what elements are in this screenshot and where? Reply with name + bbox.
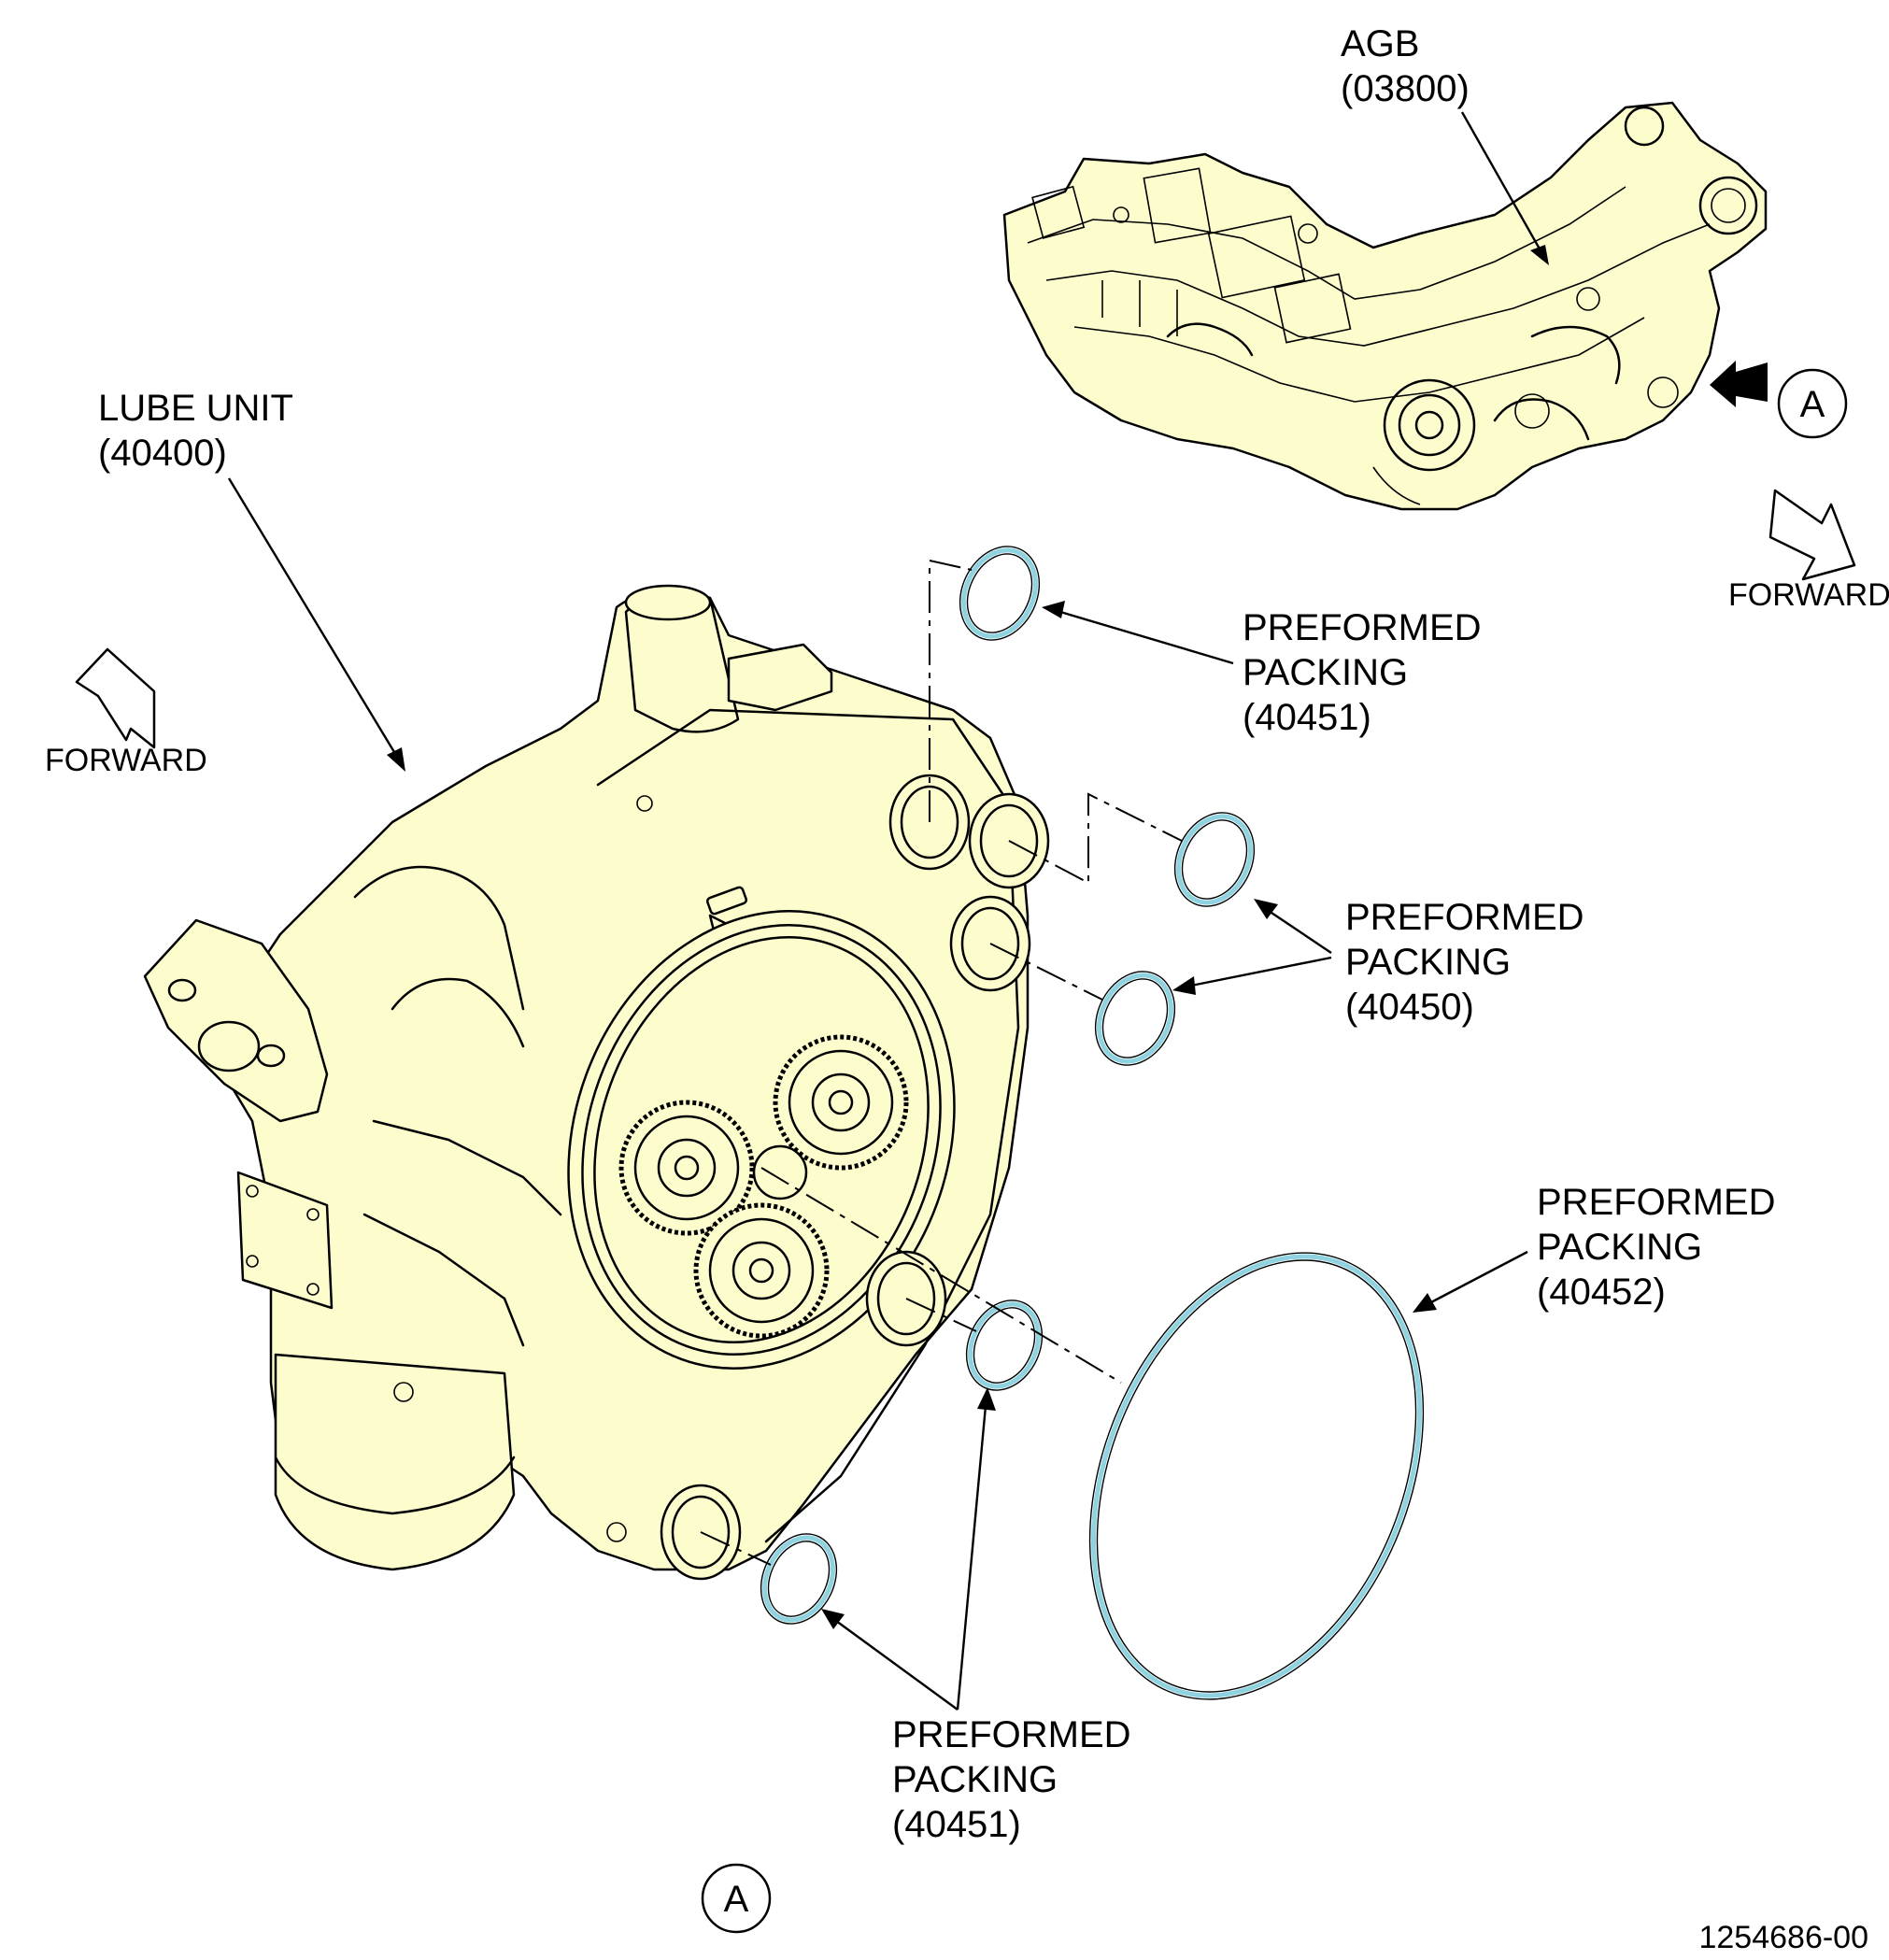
- packing-40452-line1: PREFORMED: [1537, 1182, 1776, 1223]
- lube-unit-label-name: LUBE UNIT: [98, 388, 293, 429]
- packing-40451-top-line1: PREFORMED: [1243, 607, 1482, 648]
- forward-arrow-icon: [75, 647, 156, 749]
- packing-40450-leader-upper: [1268, 910, 1332, 954]
- view-callout-bottom: A: [701, 1863, 772, 1934]
- lube-unit-label-code: (40400): [98, 433, 227, 474]
- centerline-40452: [760, 1167, 1122, 1384]
- packing-ring-40450-upper: [1173, 812, 1256, 907]
- packing-40451-bottom-arrowhead-a: [977, 1387, 996, 1411]
- view-callout-top-letter: A: [1800, 384, 1825, 425]
- forward-label-left: FORWARD: [45, 743, 207, 778]
- packing-40450-line2: PACKING: [1345, 942, 1511, 983]
- packing-40450-arrowhead-upper: [1254, 899, 1278, 919]
- packing-40450-code: (40450): [1345, 987, 1474, 1028]
- agb-label-name: AGB: [1341, 23, 1419, 64]
- packing-40450-arrowhead-lower: [1172, 976, 1196, 995]
- lube-unit-leader-line: [227, 477, 399, 758]
- view-direction-arrow-icon: [1710, 361, 1768, 407]
- packing-40451-bottom-line1: PREFORMED: [892, 1714, 1131, 1755]
- packing-ring-40451-top: [959, 546, 1041, 641]
- port-fittings: [660, 774, 1050, 1581]
- agb-gearbox-illustration: [1002, 101, 1768, 511]
- packing-40451-top-arrowhead: [1042, 601, 1065, 618]
- packing-40452-arrowhead: [1413, 1293, 1437, 1313]
- forward-label-right: FORWARD: [1728, 577, 1889, 613]
- packing-40451-top-code: (40451): [1243, 697, 1371, 738]
- centerline-40451-top: [929, 559, 973, 822]
- packing-40450-line1: PREFORMED: [1345, 897, 1584, 938]
- centerline-40450-upper: [1008, 792, 1183, 885]
- packing-40451-bottom-code: (40451): [892, 1804, 1021, 1845]
- view-callout-top: A: [1777, 368, 1848, 439]
- packing-40451-bottom-leader-b: [835, 1620, 959, 1711]
- packing-ring-40450-lower: [1094, 971, 1176, 1066]
- view-callout-bottom-letter: A: [724, 1879, 749, 1920]
- forward-arrow-icon: [1768, 489, 1856, 581]
- lube-unit-leader-arrowhead: [387, 747, 405, 772]
- centerline-40451-mid: [905, 1298, 977, 1332]
- packing-ring-40452-large: [1088, 1252, 1425, 1700]
- agb-leader-line: [1460, 111, 1543, 253]
- drawing-number: 1254686-00: [1698, 1920, 1868, 1955]
- packing-40450-leader-lower: [1190, 956, 1332, 987]
- centerline-40451-bottom: [700, 1531, 772, 1566]
- agb-leader-arrowhead: [1530, 245, 1549, 265]
- packing-40452-line2: PACKING: [1537, 1227, 1702, 1268]
- packing-40452-leader: [1428, 1250, 1528, 1305]
- agb-label-code: (03800): [1341, 68, 1470, 109]
- packing-40452-code: (40452): [1537, 1271, 1666, 1313]
- packing-40451-bottom-arrowhead-b: [821, 1609, 845, 1629]
- packing-40451-bottom-line2: PACKING: [892, 1759, 1058, 1800]
- gear-assembly-illustration: [567, 910, 956, 1370]
- packing-40451-bottom-leader-a: [956, 1405, 987, 1711]
- packing-40451-top-line2: PACKING: [1243, 652, 1408, 693]
- packing-40451-top-leader: [1059, 610, 1234, 665]
- centerline-40450-lower: [989, 943, 1103, 1001]
- packing-ring-40451-mid: [965, 1300, 1044, 1391]
